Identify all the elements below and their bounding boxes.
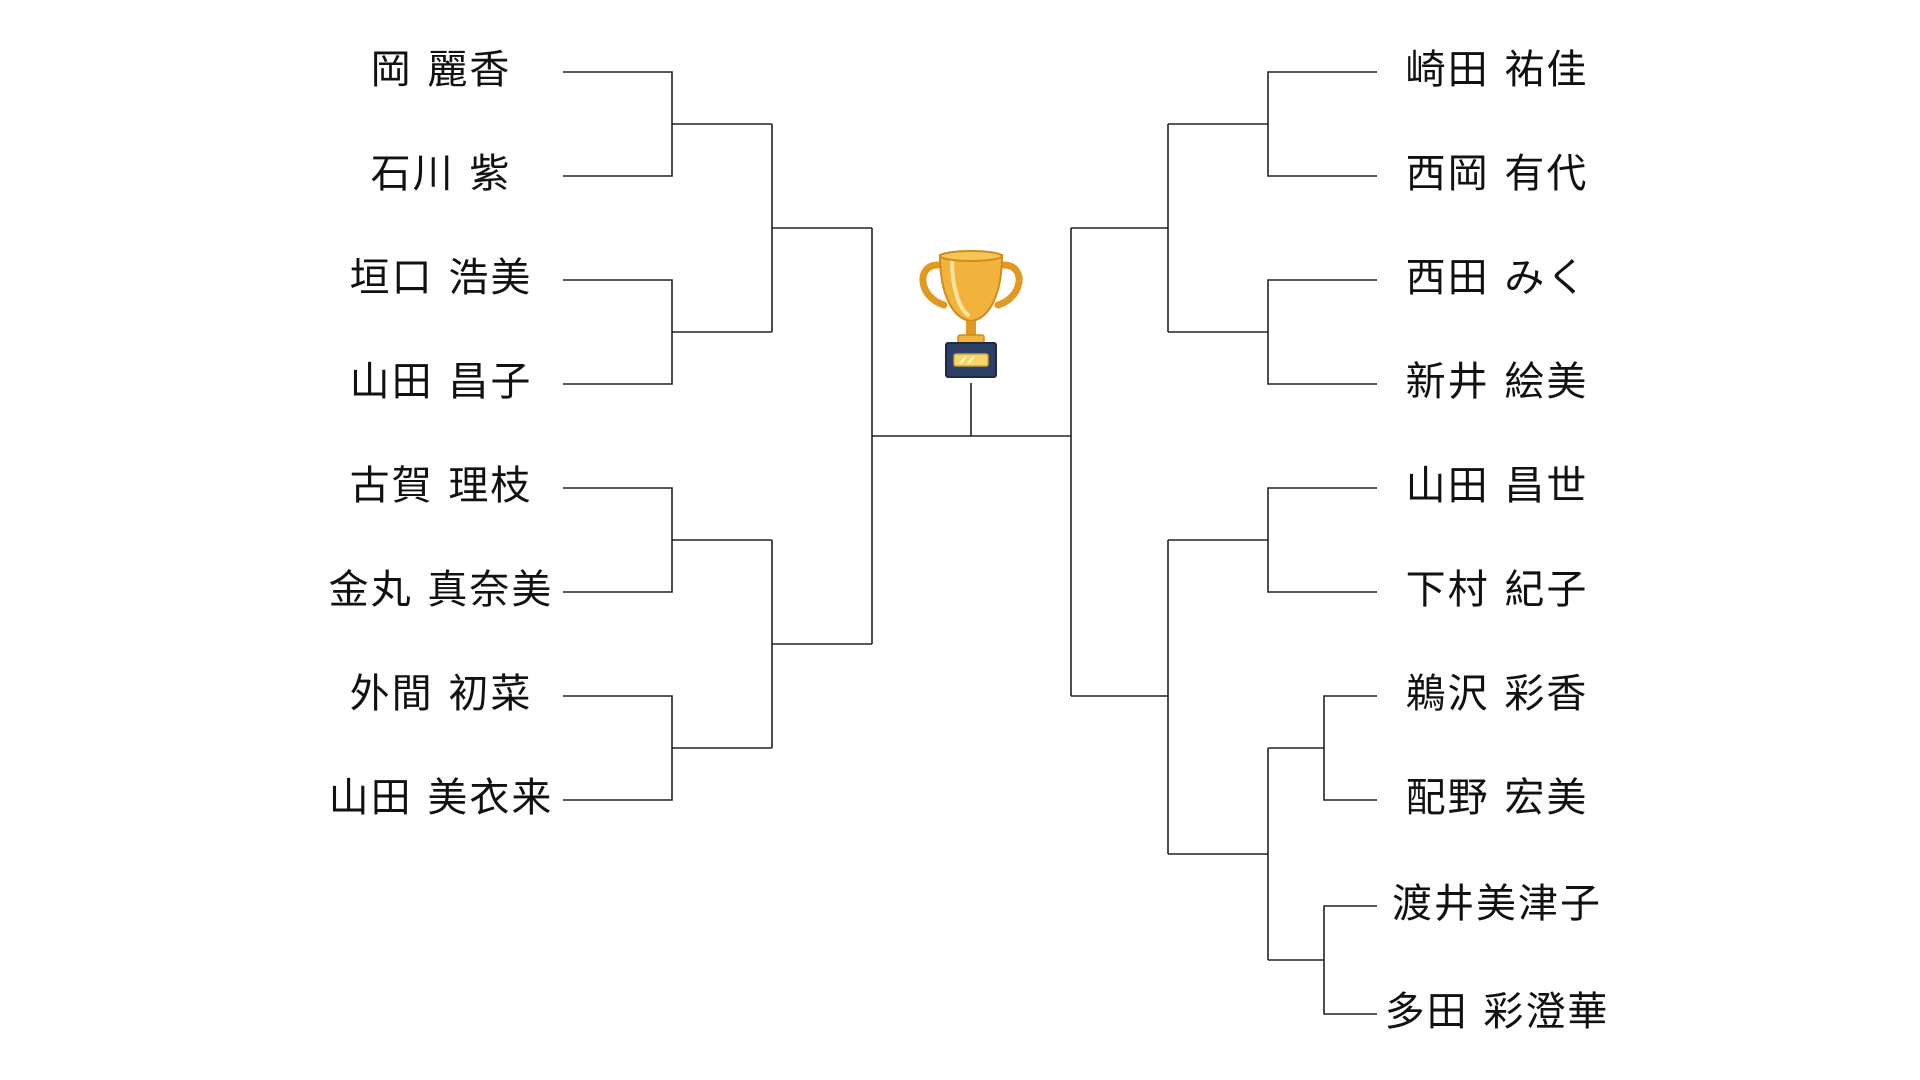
left-semifinal-lines bbox=[871, 228, 971, 644]
player-name-right-5: 山田 昌世 bbox=[1406, 463, 1589, 509]
player-name-left-3: 垣口 浩美 bbox=[350, 255, 533, 301]
left-bracket: 岡 麗香 石川 紫 垣口 浩美 山田 昌子 古賀 理枝 金丸 真奈美 外間 初菜… bbox=[329, 47, 971, 821]
bracket-line bbox=[1267, 71, 1377, 177]
player-name-left-8: 山田 美衣来 bbox=[329, 775, 554, 821]
bracket-line bbox=[563, 71, 673, 177]
player-name-right-2: 西岡 有代 bbox=[1406, 151, 1589, 197]
right-round2-lines bbox=[1071, 124, 1268, 855]
left-round2-lines bbox=[771, 124, 872, 748]
player-name-right-4: 新井 絵美 bbox=[1406, 359, 1589, 405]
player-name-left-7: 外間 初菜 bbox=[350, 671, 533, 717]
player-name-left-4: 山田 昌子 bbox=[350, 359, 533, 405]
player-name-right-9: 渡井美津子 bbox=[1392, 881, 1602, 927]
bracket-line bbox=[563, 279, 673, 385]
right-bracket: 崎田 祐佳 西岡 有代 西田 みく 新井 絵美 山田 昌世 下村 紀子 鵜沢 彩… bbox=[1070, 47, 1610, 1035]
player-name-right-8: 配野 宏美 bbox=[1406, 775, 1589, 821]
player-name-left-6: 金丸 真奈美 bbox=[329, 567, 554, 613]
player-name-right-3: 西田 みく bbox=[1406, 255, 1589, 301]
left-round1-lines bbox=[563, 71, 772, 801]
player-name-right-10: 多田 彩澄華 bbox=[1385, 989, 1610, 1035]
bracket-line bbox=[1267, 487, 1377, 593]
player-name-right-6: 下村 紀子 bbox=[1406, 567, 1589, 613]
bracket-line bbox=[1323, 695, 1377, 801]
player-name-left-2: 石川 紫 bbox=[371, 151, 512, 197]
final-connector bbox=[970, 383, 1071, 437]
bracket-line bbox=[1323, 905, 1377, 1015]
bracket-line bbox=[1267, 279, 1377, 385]
player-name-left-1: 岡 麗香 bbox=[371, 47, 512, 93]
player-name-left-5: 古賀 理枝 bbox=[350, 463, 533, 509]
right-round1-lines bbox=[1168, 71, 1377, 1015]
trophy-icon bbox=[919, 250, 1023, 378]
player-name-right-1: 崎田 祐佳 bbox=[1406, 47, 1589, 93]
bracket-line bbox=[563, 487, 673, 593]
player-name-right-7: 鵜沢 彩香 bbox=[1406, 671, 1589, 717]
bracket-line bbox=[563, 695, 673, 801]
